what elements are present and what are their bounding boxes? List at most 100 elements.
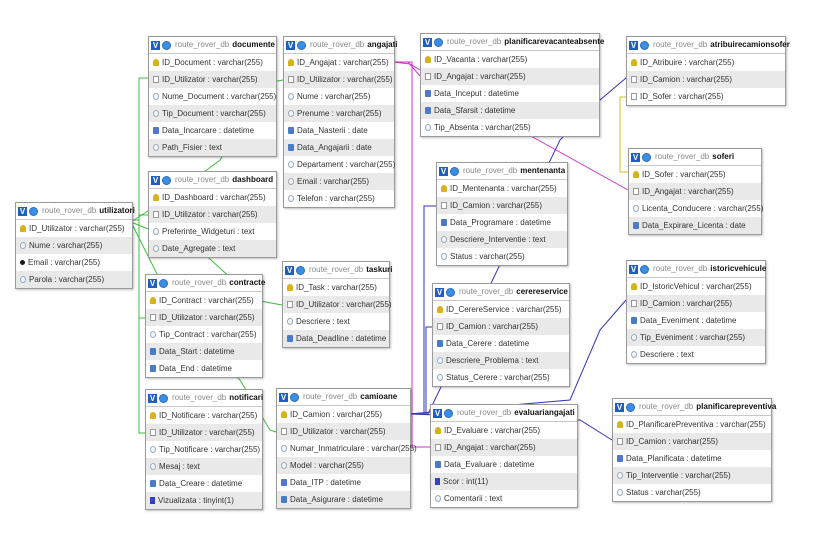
gear-icon[interactable] [450,166,459,176]
table-field-row[interactable]: Email : varchar(255) [16,254,132,271]
table-field-row[interactable]: ID_Camion : varchar(255) [277,406,410,423]
collapse-toggle-icon[interactable]: V [279,392,288,402]
table-field-row[interactable]: Status : varchar(255) [613,484,771,501]
table-field-row[interactable]: Data_Inceput : datetime [421,85,599,102]
table-field-row[interactable]: Scor : int(11) [431,473,577,490]
collapse-toggle-icon[interactable]: V [435,287,444,297]
table-field-row[interactable]: Descriere_Problema : text [433,352,569,369]
table-field-row[interactable]: Preferinte_Widgeturi : text [149,223,276,240]
table-field-row[interactable]: ID_Notificare : varchar(255) [146,407,262,424]
gear-icon[interactable] [626,402,635,412]
table-field-row[interactable]: ID_Angajat : varchar(255) [629,183,761,200]
table-field-row[interactable]: Nume : varchar(255) [284,88,394,105]
table-field-row[interactable]: Data_Eveniment : datetime [627,312,765,329]
table-field-row[interactable]: Descriere_Interventie : text [437,231,567,248]
table-field-row[interactable]: ID_Vacanta : varchar(255) [421,51,599,68]
table-field-row[interactable]: Licenta_Conducere : varchar(255) [629,200,763,217]
collapse-toggle-icon[interactable]: V [151,40,160,50]
table-field-row[interactable]: Descriere : text [283,313,389,330]
collapse-toggle-icon[interactable]: V [629,40,638,50]
table-field-row[interactable]: Data_End : datetime [146,360,262,377]
table-field-row[interactable]: ID_Utilizator : varchar(255) [146,424,262,441]
collapse-toggle-icon[interactable]: V [285,265,294,275]
gear-icon[interactable] [642,152,651,162]
gear-icon[interactable] [159,278,168,288]
collapse-toggle-icon[interactable]: V [423,37,432,47]
table-field-row[interactable]: Tip_Absenta : varchar(255) [421,119,599,136]
collapse-toggle-icon[interactable]: V [631,152,640,162]
collapse-toggle-icon[interactable]: V [439,166,448,176]
table-field-row[interactable]: Descriere : text [627,346,765,363]
table-field-row[interactable]: Data_Start : datetime [146,343,262,360]
gear-icon[interactable] [434,37,443,47]
table-field-row[interactable]: ID_Sofer : varchar(255) [629,166,761,183]
table-field-row[interactable]: ID_Camion : varchar(255) [433,318,569,335]
table-field-row[interactable]: ID_Task : varchar(255) [283,279,389,296]
table-field-row[interactable]: Data_Evaluare : datetime [431,456,577,473]
table-field-row[interactable]: Data_Programare : datetime [437,214,567,231]
gear-icon[interactable] [162,40,171,50]
table-field-row[interactable]: Mesaj : text [146,458,262,475]
table-field-row[interactable]: ID_Utilizator : varchar(255) [16,220,132,237]
table-field-row[interactable]: Data_Asigurare : datetime [277,491,410,508]
table-field-row[interactable]: ID_Utilizator : varchar(255) [284,71,394,88]
table-field-row[interactable]: ID_Document : varchar(255) [149,54,276,71]
table-field-row[interactable]: ID_Contract : varchar(255) [146,292,262,309]
table-field-row[interactable]: Data_Cerere : datetime [433,335,569,352]
table-field-row[interactable]: Tip_Eveniment : varchar(255) [627,329,765,346]
table-field-row[interactable]: Data_Expirare_Licenta : date [629,217,761,234]
table-field-row[interactable]: Nume_Document : varchar(255) [149,88,276,105]
table-field-row[interactable]: Data_Incarcare : datetime [149,122,276,139]
table-field-row[interactable]: ID_Angajat : varchar(255) [431,439,577,456]
table-field-row[interactable]: ID_Dashboard : varchar(255) [149,189,276,206]
collapse-toggle-icon[interactable]: V [629,264,638,274]
table-field-row[interactable]: ID_Mentenanta : varchar(255) [437,180,567,197]
table-field-row[interactable]: Data_Deadline : datetime [283,330,389,347]
table-field-row[interactable]: ID_Camion : varchar(255) [627,295,765,312]
table-field-row[interactable]: ID_Utilizator : varchar(255) [146,309,262,326]
collapse-toggle-icon[interactable]: V [433,408,442,418]
table-field-row[interactable]: Data_ITP : datetime [277,474,410,491]
table-field-row[interactable]: Email : varchar(255) [284,173,394,190]
collapse-toggle-icon[interactable]: V [148,393,157,403]
table-field-row[interactable]: Tip_Interventie : varchar(255) [613,467,771,484]
table-field-row[interactable]: Comentarii : text [431,490,577,507]
table-field-row[interactable]: Data_Angajarii : date [284,139,394,156]
table-field-row[interactable]: ID_Camion : varchar(255) [613,433,771,450]
table-field-row[interactable]: ID_Angajat : varchar(255) [421,68,599,85]
table-field-row[interactable]: Data_Sfarsit : datetime [421,102,599,119]
table-field-row[interactable]: ID_Atribuire : varchar(255) [627,54,785,71]
table-field-row[interactable]: Tip_Contract : varchar(255) [146,326,262,343]
table-field-row[interactable]: Tip_Notificare : varchar(255) [146,441,262,458]
table-field-row[interactable]: Status : varchar(255) [437,248,567,265]
gear-icon[interactable] [296,265,305,275]
table-field-row[interactable]: Path_Fisier : text [149,139,276,156]
table-field-row[interactable]: Model : varchar(255) [277,457,410,474]
gear-icon[interactable] [290,392,299,402]
table-field-row[interactable]: ID_PlanificarePreventiva : varchar(255) [613,416,771,433]
table-field-row[interactable]: Data_Planificata : datetime [613,450,771,467]
table-field-row[interactable]: Vizualizata : tinyint(1) [146,492,262,509]
table-field-row[interactable]: ID_Utilizator : varchar(255) [283,296,392,313]
